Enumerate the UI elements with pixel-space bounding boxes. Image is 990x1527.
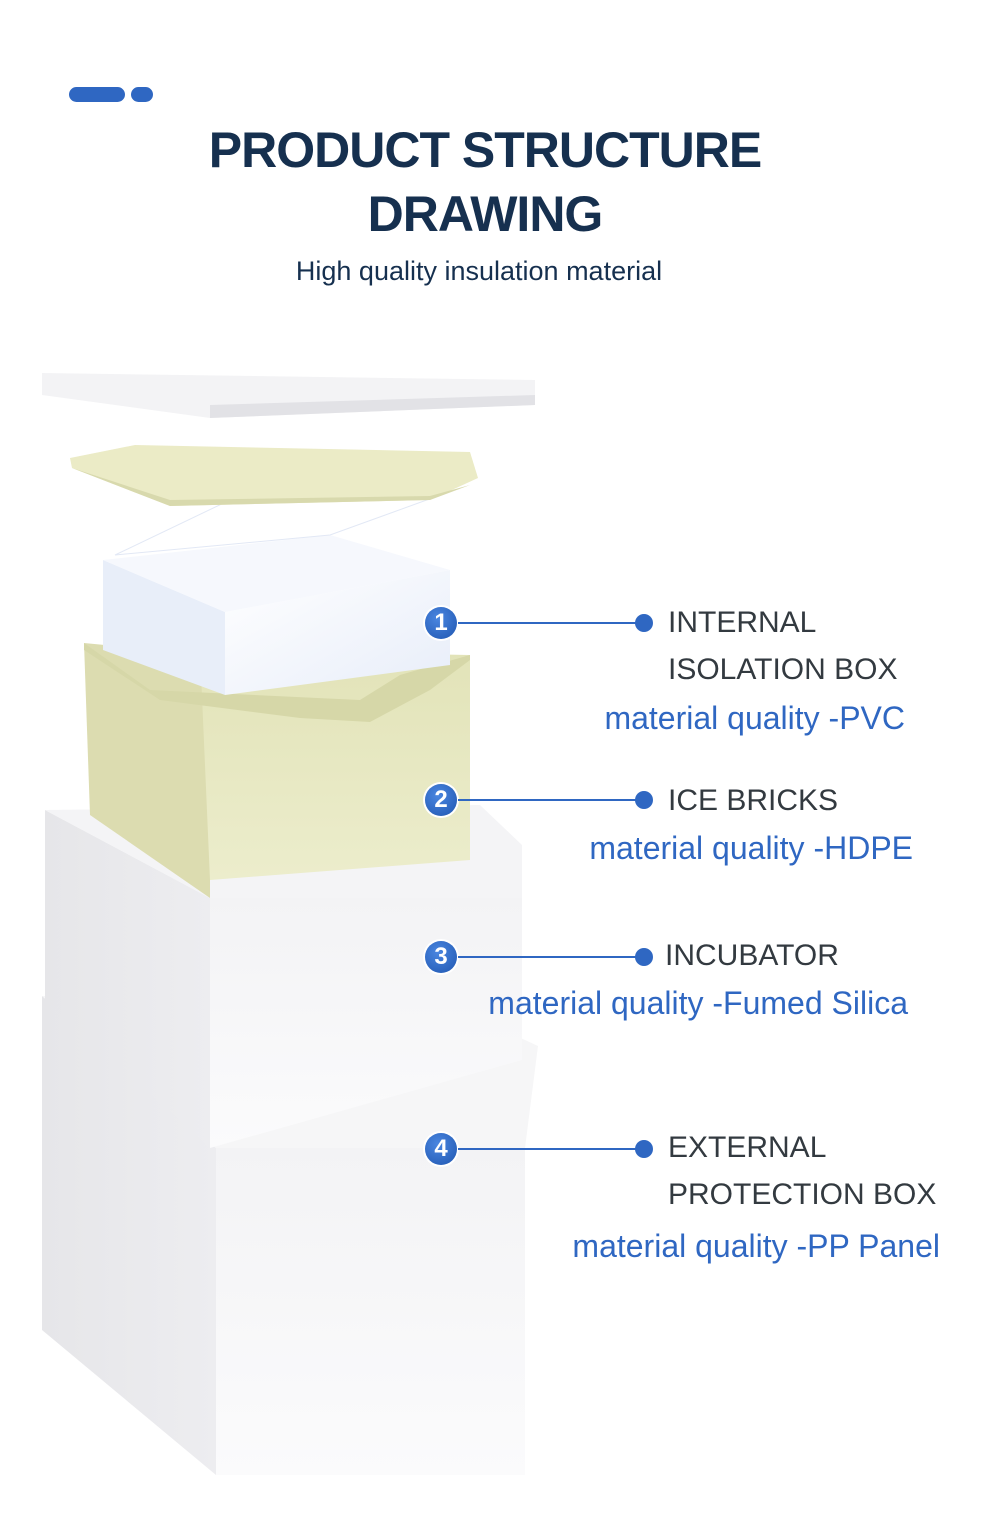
leader-dot-3 xyxy=(635,948,653,966)
internal-isolation-box xyxy=(103,496,450,695)
leader-line-1 xyxy=(458,622,638,624)
outer-lid xyxy=(42,373,535,418)
callout-number-2: 2 xyxy=(425,784,457,816)
leader-line-3 xyxy=(458,956,638,958)
leader-dot-2 xyxy=(635,791,653,809)
page-subtitle: High quality insulation material xyxy=(295,256,663,286)
component-quality-1: material quality -PVC xyxy=(604,700,905,736)
callout-number-3: 3 xyxy=(425,941,457,973)
component-name-2: ICE BRICKS xyxy=(668,784,839,817)
leader-line-2 xyxy=(458,799,638,801)
decor-pill-long xyxy=(69,87,125,102)
leader-line-4 xyxy=(458,1148,638,1150)
component-name-1b: ISOLATION BOX xyxy=(668,653,898,686)
decor-pill-short xyxy=(131,87,153,102)
component-name-1a: INTERNAL xyxy=(668,606,817,639)
component-quality-2: material quality -HDPE xyxy=(589,830,913,866)
component-quality-4: material quality -PP Panel xyxy=(572,1228,940,1264)
component-name-3: INCUBATOR xyxy=(665,939,839,972)
title-line-2: DRAWING xyxy=(367,186,604,242)
ice-bricks-layer xyxy=(84,643,470,898)
title-line-1: PRODUCT STRUCTURE xyxy=(208,122,762,178)
component-name-4b: PROTECTION BOX xyxy=(668,1178,937,1211)
leader-dot-4 xyxy=(635,1140,653,1158)
leader-dot-1 xyxy=(635,614,653,632)
callout-number-4: 4 xyxy=(425,1133,457,1165)
component-quality-3: material quality -Fumed Silica xyxy=(488,985,908,1021)
component-name-4a: EXTERNAL xyxy=(668,1131,827,1164)
page-title: PRODUCT STRUCTURE DRAWING xyxy=(0,118,970,246)
ice-brick-lid xyxy=(70,445,478,506)
callout-number-1: 1 xyxy=(425,607,457,639)
